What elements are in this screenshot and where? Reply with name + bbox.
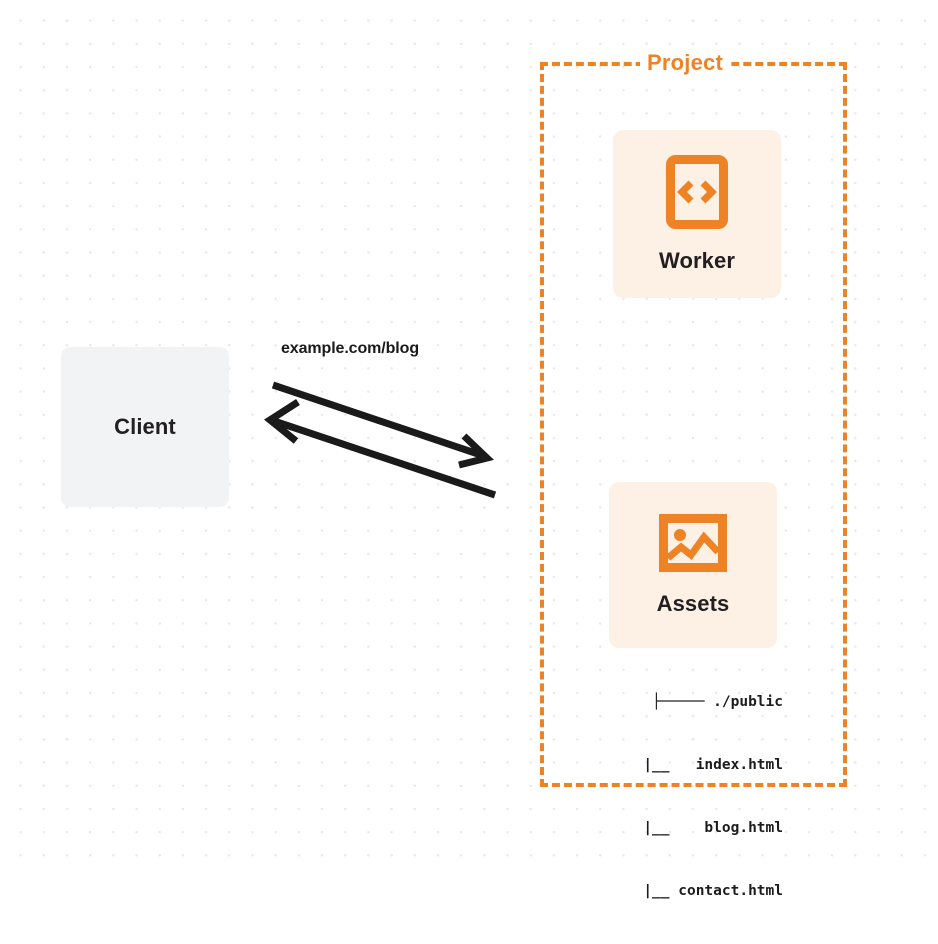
diagram-canvas: Client example.com/blog Project Worker: [0, 0, 938, 899]
response-arrow: [264, 399, 497, 499]
assets-file-tree: ├───── ./public |__ index.html |__ blog.…: [588, 650, 783, 944]
request-response-arrows: [264, 381, 497, 499]
node-assets-label: Assets: [656, 590, 730, 616]
request-arrow: [271, 381, 495, 469]
node-client-label: Client: [114, 414, 176, 439]
file-tree-row: |__ index.html: [617, 757, 783, 773]
code-brackets-icon: [666, 154, 728, 234]
file-tree-row: |__ contact.html: [617, 883, 783, 899]
edge-label-url: example.com/blog: [281, 340, 419, 357]
node-worker-label: Worker: [659, 247, 735, 273]
file-tree-row: |__ blog.html: [617, 820, 783, 836]
file-tree-row: ├───── ./public: [652, 694, 783, 710]
node-worker[interactable]: Worker: [613, 130, 781, 298]
image-picture-icon: [659, 513, 727, 577]
project-title: Project: [640, 50, 730, 76]
node-assets[interactable]: Assets: [609, 482, 777, 648]
node-client[interactable]: Client: [61, 347, 229, 507]
